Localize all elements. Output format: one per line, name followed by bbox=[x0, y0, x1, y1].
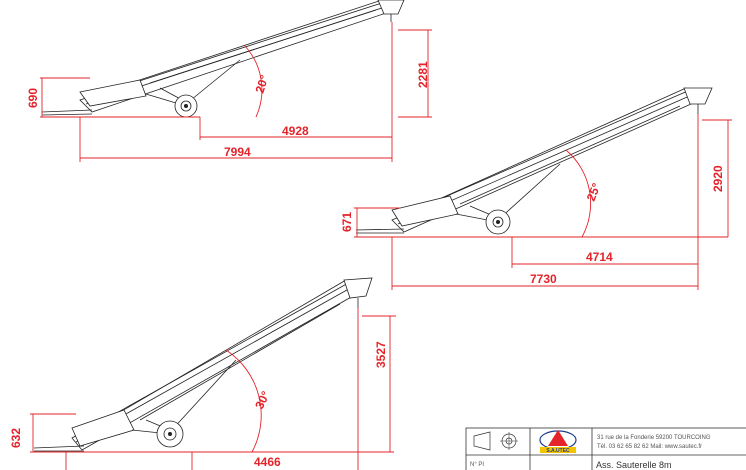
conveyor-view-20deg: 690 20° 2281 4928 7994 bbox=[26, 0, 432, 162]
dimension-label-angle: 20° bbox=[253, 73, 272, 95]
logo-text: S.A.UTEC bbox=[546, 448, 570, 454]
dimensions-25deg: 671 25° 2920 4714 7730 bbox=[340, 114, 732, 290]
drawing-name: Ass. Sauterelle 8m bbox=[596, 460, 672, 470]
conveyor-view-30deg: 632 30° 3527 4466 bbox=[9, 277, 396, 470]
dimension-label-ground: 690 bbox=[26, 88, 40, 108]
dimension-label-height: 3527 bbox=[374, 341, 388, 368]
hopper-icon bbox=[377, 0, 405, 15]
hopper-icon bbox=[343, 277, 373, 299]
number-label: N° PI bbox=[470, 462, 484, 468]
conveyor-30deg bbox=[33, 277, 373, 452]
address-line-2: Tél. 03 62 65 82 62 Mail: www.sautec.fr bbox=[597, 444, 702, 450]
dimension-label-horizontal-short: 4466 bbox=[254, 455, 281, 469]
dimension-label-horizontal-short: 4714 bbox=[586, 250, 613, 264]
title-block: S.A.UTEC 31 rue de la Fonderie 59200 TOU… bbox=[465, 427, 746, 470]
dimension-label-horizontal-total: 7994 bbox=[224, 145, 251, 159]
hopper-icon bbox=[683, 87, 713, 105]
dimensions-20deg: 690 20° 2281 4928 7994 bbox=[26, 22, 432, 162]
conveyor-20deg bbox=[41, 0, 405, 118]
address-line-1: 31 rue de la Fonderie 59200 TOURCOING bbox=[597, 435, 711, 441]
conveyor-25deg bbox=[355, 87, 713, 235]
dimension-label-angle: 25° bbox=[584, 181, 604, 203]
dimension-label-ground: 671 bbox=[340, 212, 354, 232]
dimensions-30deg: 632 30° 3527 4466 bbox=[9, 308, 396, 470]
dimension-label-angle: 30° bbox=[252, 389, 273, 412]
feed-hopper-icon bbox=[71, 409, 135, 447]
dimension-label-ground: 632 bbox=[9, 428, 23, 448]
company-logo-icon: S.A.UTEC bbox=[539, 430, 577, 454]
projection-symbol-icon bbox=[473, 431, 518, 451]
conveyor-view-25deg: 671 25° 2920 4714 7730 bbox=[340, 87, 732, 290]
dimension-label-height: 2920 bbox=[711, 165, 725, 192]
dimension-label-horizontal-total: 7730 bbox=[530, 272, 557, 286]
feed-hopper-icon bbox=[79, 79, 147, 107]
dimension-label-horizontal-short: 4928 bbox=[282, 124, 309, 138]
dimension-label-height: 2281 bbox=[416, 61, 430, 88]
